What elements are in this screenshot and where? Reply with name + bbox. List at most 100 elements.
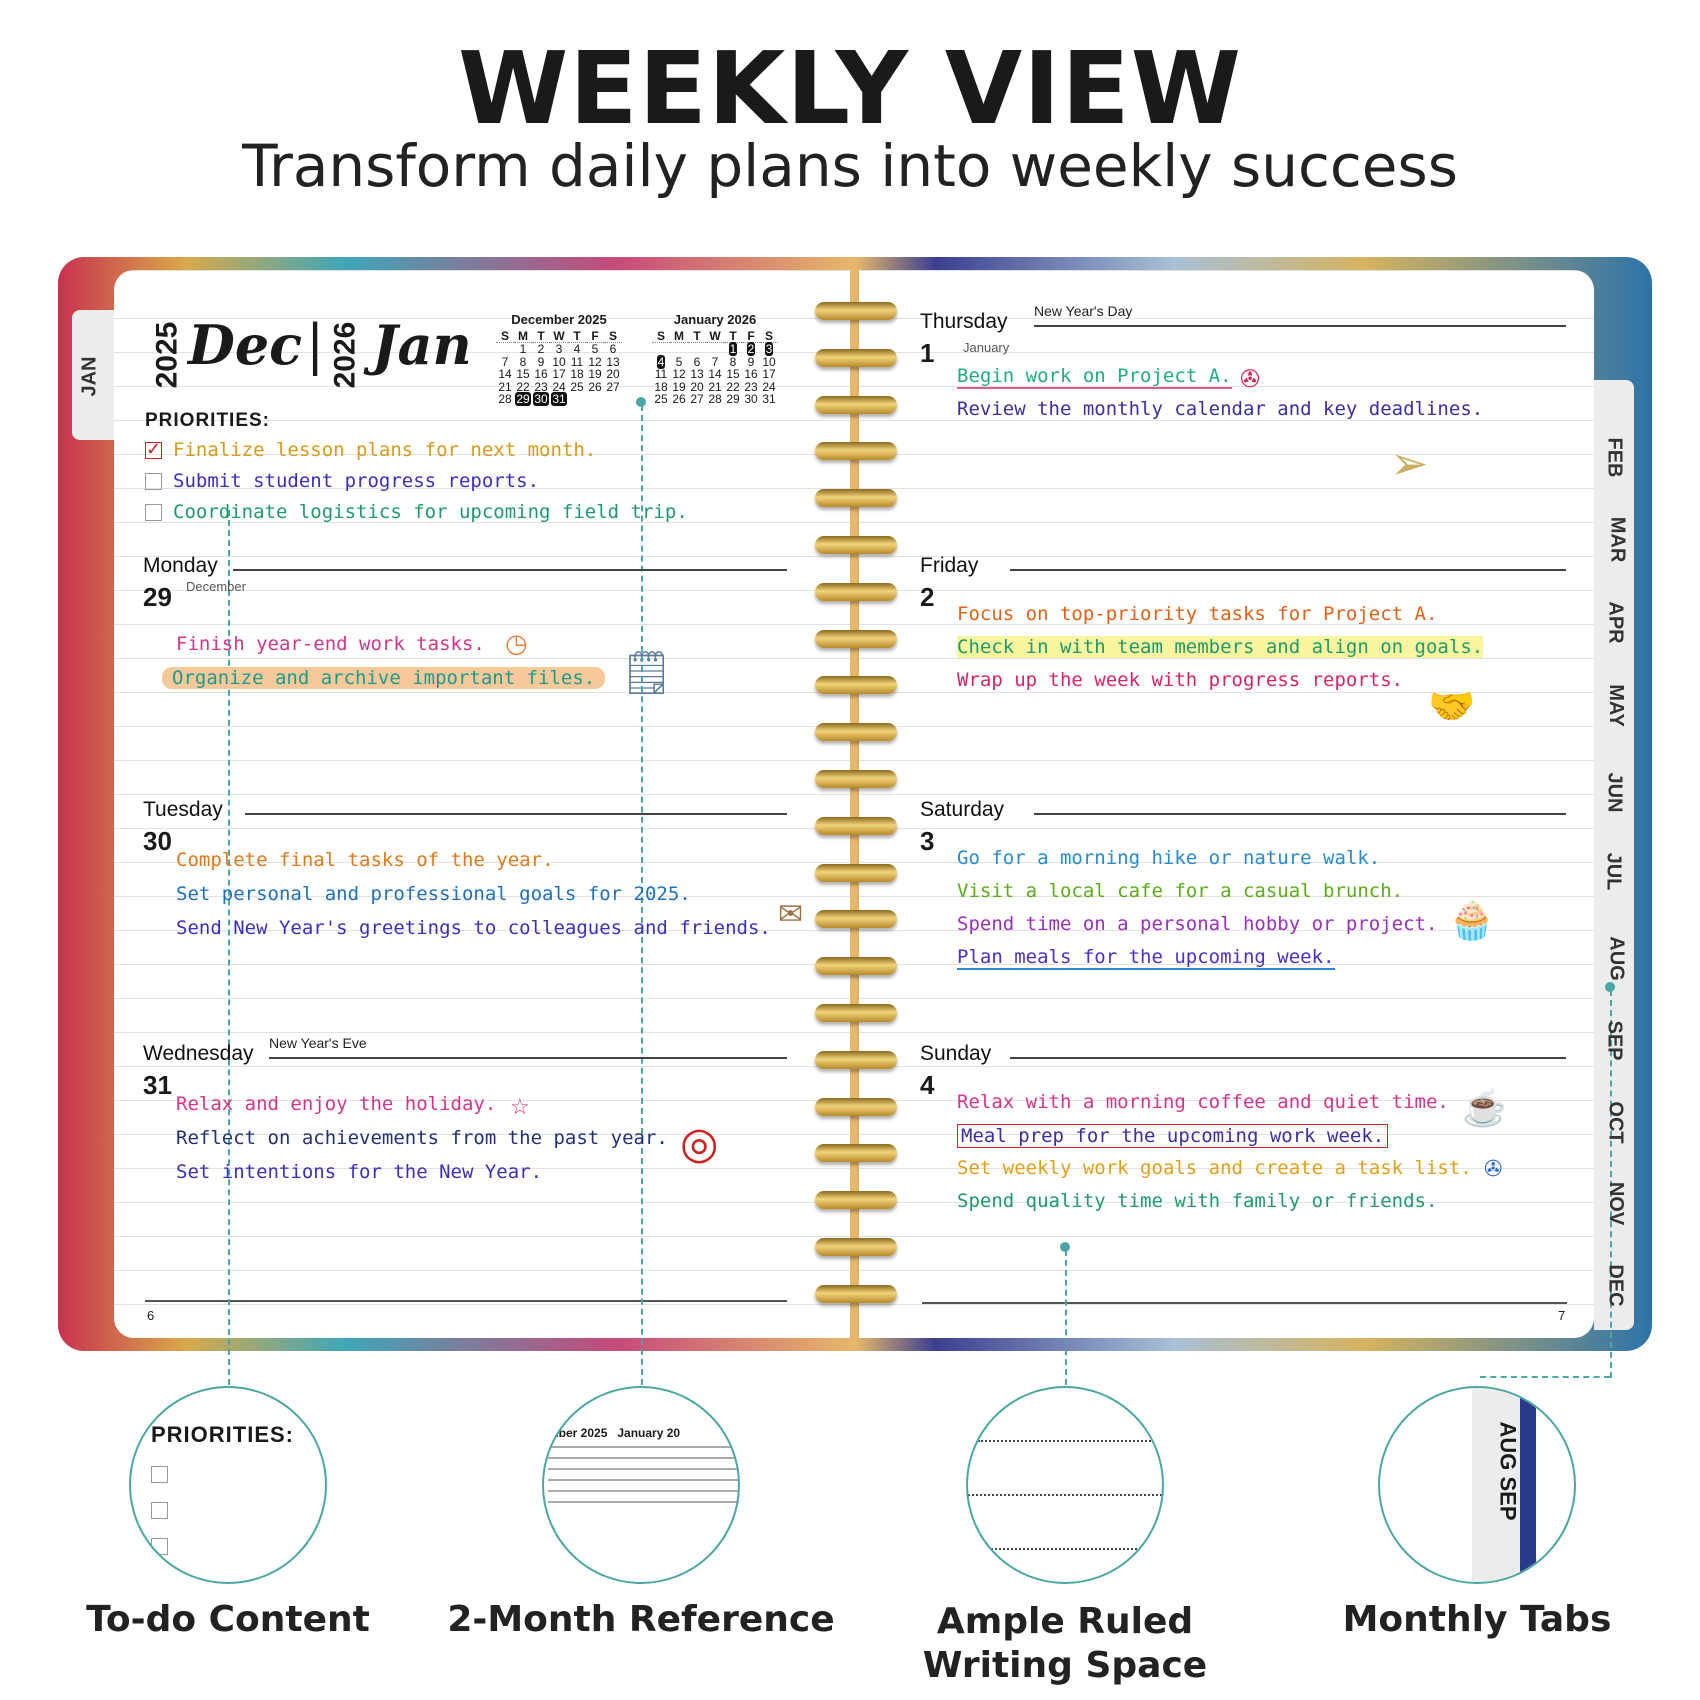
task-item[interactable]: Meal prep for the upcoming work week.	[957, 1124, 1389, 1148]
task-item[interactable]: Reflect on achievements from the past ye…	[176, 1127, 668, 1149]
month-tab-sep[interactable]: SEP	[1603, 1020, 1626, 1061]
calendar-day: 10	[550, 354, 568, 369]
month-tab-feb[interactable]: FEB	[1603, 437, 1626, 478]
priority-checkbox[interactable]: ✓	[145, 439, 162, 459]
task-item[interactable]: Complete final tasks of the year.	[176, 849, 554, 871]
calendar-day	[586, 393, 604, 406]
task-item[interactable]: Plan meals for the upcoming week.	[957, 946, 1335, 970]
task-item[interactable]: Relax with a morning coffee and quiet ti…	[957, 1091, 1449, 1113]
calendar-day: 1	[724, 342, 742, 356]
day-number: 1	[728, 342, 738, 356]
task-item[interactable]: Set intentions for the New Year.	[176, 1161, 543, 1183]
feature-label-tabs: Monthly Tabs	[1342, 1599, 1612, 1640]
day-number: 25	[654, 392, 668, 406]
day-number: 31	[551, 392, 567, 406]
ruled-line	[968, 1494, 1162, 1496]
month-tab-aug[interactable]: AUG	[1605, 936, 1628, 981]
calendar-day: 24	[760, 380, 778, 394]
task-item[interactable]: Spend time on a personal hobby or projec…	[957, 913, 1438, 935]
task-item[interactable]: Visit a local cafe for a casual brunch.	[957, 880, 1404, 902]
day-number: 18	[570, 367, 584, 381]
spiral-ring	[815, 442, 897, 461]
handshake-icon: 🤝	[1428, 686, 1476, 728]
day-name: Thursday	[920, 310, 1008, 333]
calendar-day: 9	[742, 355, 760, 369]
calendar-day: 20	[604, 368, 622, 381]
task-item[interactable]: Wrap up the week with progress reports.	[957, 669, 1404, 691]
day-number: 2	[537, 342, 545, 356]
task-item[interactable]: Focus on top-priority tasks for Project …	[957, 603, 1438, 625]
day-number: 2	[746, 342, 756, 356]
task-item[interactable]: Organize and archive important files.	[162, 667, 606, 689]
priority-checkbox[interactable]	[145, 504, 162, 521]
day-number: 21	[708, 379, 722, 394]
month-tab-may[interactable]: MAY	[1604, 684, 1627, 727]
feature-detail-text: mber 2025 January 20	[548, 1426, 681, 1440]
day-number: 10	[552, 354, 566, 369]
month-tab-nov[interactable]: NOV	[1605, 1181, 1628, 1226]
feature-detail-text: AUG SEP	[1495, 1421, 1521, 1521]
day-number: 5	[591, 342, 599, 356]
day-rule	[245, 813, 787, 815]
day-number: 13	[690, 367, 704, 381]
day-number: 12	[588, 354, 602, 369]
day-number: 22	[516, 379, 530, 394]
task-item[interactable]: Begin work on Project A.	[957, 365, 1232, 389]
day-number: 23	[744, 379, 758, 394]
month-tab-jan[interactable]: JAN	[72, 310, 114, 440]
task-item[interactable]: Spend quality time with family or friend…	[957, 1190, 1438, 1212]
day-rule	[269, 1057, 787, 1059]
day-number: 1	[920, 338, 935, 368]
month-tab-jul[interactable]: JUL	[1602, 852, 1625, 891]
feature-label-calendar: 2-Month Reference	[447, 1599, 835, 1640]
task-item[interactable]: Send New Year's greetings to colleagues …	[176, 917, 771, 939]
spiral-ring	[815, 1144, 897, 1163]
month-tab-apr[interactable]: APR	[1604, 601, 1627, 644]
callout-line-ruled	[1065, 1250, 1067, 1385]
month-tab-dec[interactable]: DEC	[1604, 1264, 1627, 1307]
calendar-day: 21	[496, 380, 514, 394]
feature-label-todo: To-do Content	[86, 1599, 370, 1640]
calendar-day: 3	[550, 343, 568, 356]
day-number: 19	[672, 379, 686, 394]
day-number: 7	[501, 354, 509, 369]
callout-line-calendar	[641, 405, 643, 1385]
calendar-day: 3	[760, 342, 778, 356]
month-tab-jun[interactable]: JUN	[1603, 772, 1626, 813]
calendar-day: 20	[688, 380, 706, 394]
priority-item: Coordinate logistics for upcoming field …	[173, 501, 688, 523]
task-item[interactable]: Finish year-end work tasks.	[176, 633, 485, 655]
page-number-left: 6	[147, 1308, 155, 1323]
holiday-note: New Year's Day	[1034, 303, 1133, 319]
calendar-day: 15	[724, 368, 742, 381]
day-number: 30	[533, 392, 549, 406]
day-number: 9	[537, 354, 545, 369]
calendar-day: 9	[532, 354, 550, 369]
month-tab-label: JAN	[78, 356, 101, 397]
day-month: December	[186, 579, 246, 594]
calendar-day: 31	[550, 392, 568, 406]
task-item[interactable]: Check in with team members and align on …	[957, 636, 1484, 658]
day-name: Monday	[143, 554, 218, 577]
task-item[interactable]: Relax and enjoy the holiday.	[176, 1093, 497, 1115]
task-item[interactable]: Go for a morning hike or nature walk.	[957, 847, 1381, 869]
task-item[interactable]: Set weekly work goals and create a task …	[957, 1157, 1472, 1179]
priority-checkbox[interactable]	[145, 473, 162, 490]
callout-line-todo	[228, 510, 230, 1385]
month-left: Dec	[188, 313, 303, 377]
day-number: 15	[516, 367, 530, 381]
calendar-day: 2	[742, 342, 760, 356]
task-item[interactable]: Set personal and professional goals for …	[176, 883, 691, 905]
calendar-day	[568, 393, 586, 406]
page-subtitle: Transform daily plans into weekly succes…	[242, 132, 1458, 200]
day-number: 8	[729, 354, 737, 369]
month-tab-oct[interactable]: OCT	[1604, 1101, 1627, 1144]
task-item[interactable]: Review the monthly calendar and key dead…	[957, 398, 1484, 420]
day-number: 20	[606, 367, 620, 381]
calendar-day: 1	[514, 343, 532, 356]
month-tab-mar[interactable]: MAR	[1606, 516, 1629, 563]
priority-item: Finalize lesson plans for next month.	[173, 439, 597, 461]
